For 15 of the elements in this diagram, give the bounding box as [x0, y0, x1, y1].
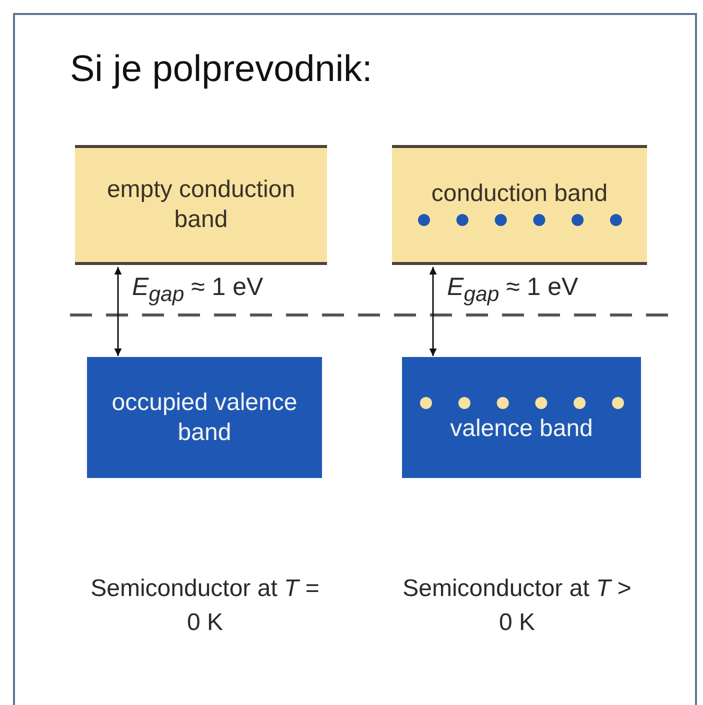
double-arrow [114, 267, 122, 356]
band-label: empty conduction band [106, 175, 296, 235]
caption: Semiconductor at T > 0 K [402, 574, 632, 638]
valence-band [87, 357, 322, 478]
band-label: conduction band [430, 179, 609, 209]
edge-label: E$_{gap}$ ≈ 1 eV [445, 275, 580, 306]
conduction-band [75, 145, 327, 265]
double-arrow [429, 267, 437, 356]
band-label: occupied valence band [110, 388, 298, 448]
caption: Semiconductor at T = 0 K [90, 574, 320, 638]
title: Si je polprevodnik: [70, 48, 372, 90]
conduction-band [392, 145, 647, 265]
band-label: valence band [449, 414, 594, 444]
edge-label: E$_{gap}$ ≈ 1 eV [130, 275, 266, 306]
valence-band [402, 357, 641, 478]
